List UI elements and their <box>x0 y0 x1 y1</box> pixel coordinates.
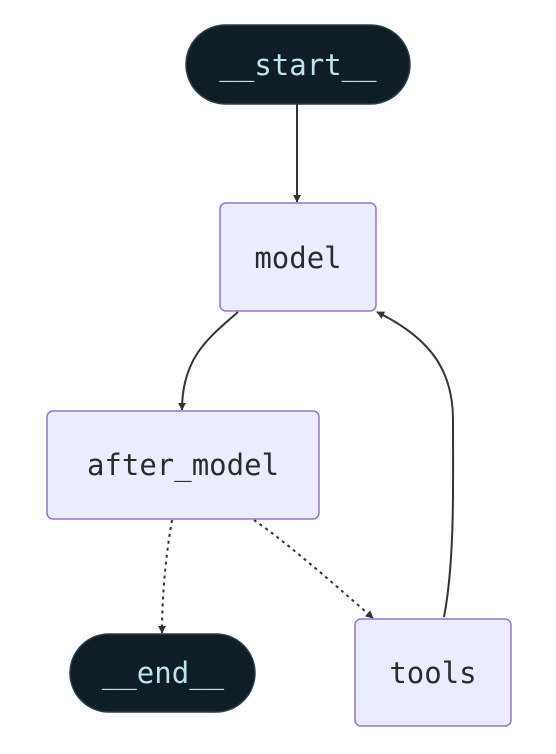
node-model[interactable]: model <box>219 202 377 312</box>
node-after-model-label: after_model <box>87 448 279 483</box>
node-model-label: model <box>254 241 341 275</box>
edge-after-model-to-tools <box>253 519 374 619</box>
edge-model-to-after-model <box>178 311 239 411</box>
node-start-label: __start__ <box>219 48 377 83</box>
node-tools-label: tools <box>389 656 476 690</box>
node-end-label: __end__ <box>102 656 225 691</box>
node-end[interactable]: __end__ <box>69 633 256 713</box>
node-tools[interactable]: tools <box>354 618 512 727</box>
edge-tools-to-model <box>376 311 455 618</box>
edge-after-model-to-end <box>158 519 173 634</box>
edges <box>158 104 455 634</box>
node-start[interactable]: __start__ <box>185 24 411 105</box>
node-after-model[interactable]: after_model <box>46 410 320 520</box>
